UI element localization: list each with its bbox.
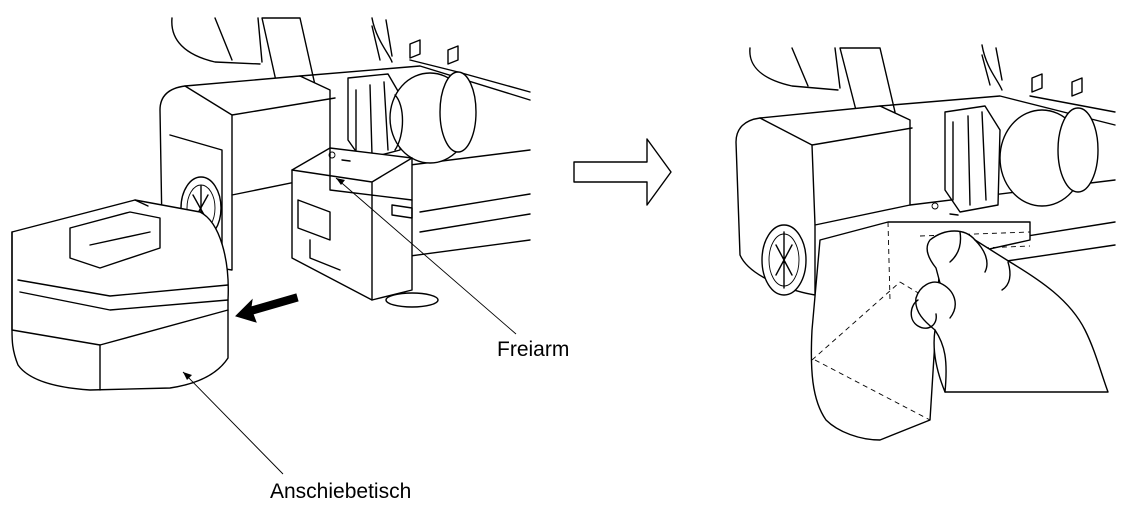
free-arm-label: Freiarm (497, 338, 570, 361)
sequence-arrow-icon (573, 138, 672, 206)
extension-table-label: Anschiebetisch (270, 480, 412, 503)
free-arm-leader-line (335, 177, 517, 335)
extension-table-leader-line (182, 371, 284, 475)
machine-after-illustration (735, 44, 1116, 441)
extension-table-illustration (11, 199, 229, 391)
slide-direction-arrow-icon (235, 293, 299, 323)
callout-lines (182, 177, 517, 475)
